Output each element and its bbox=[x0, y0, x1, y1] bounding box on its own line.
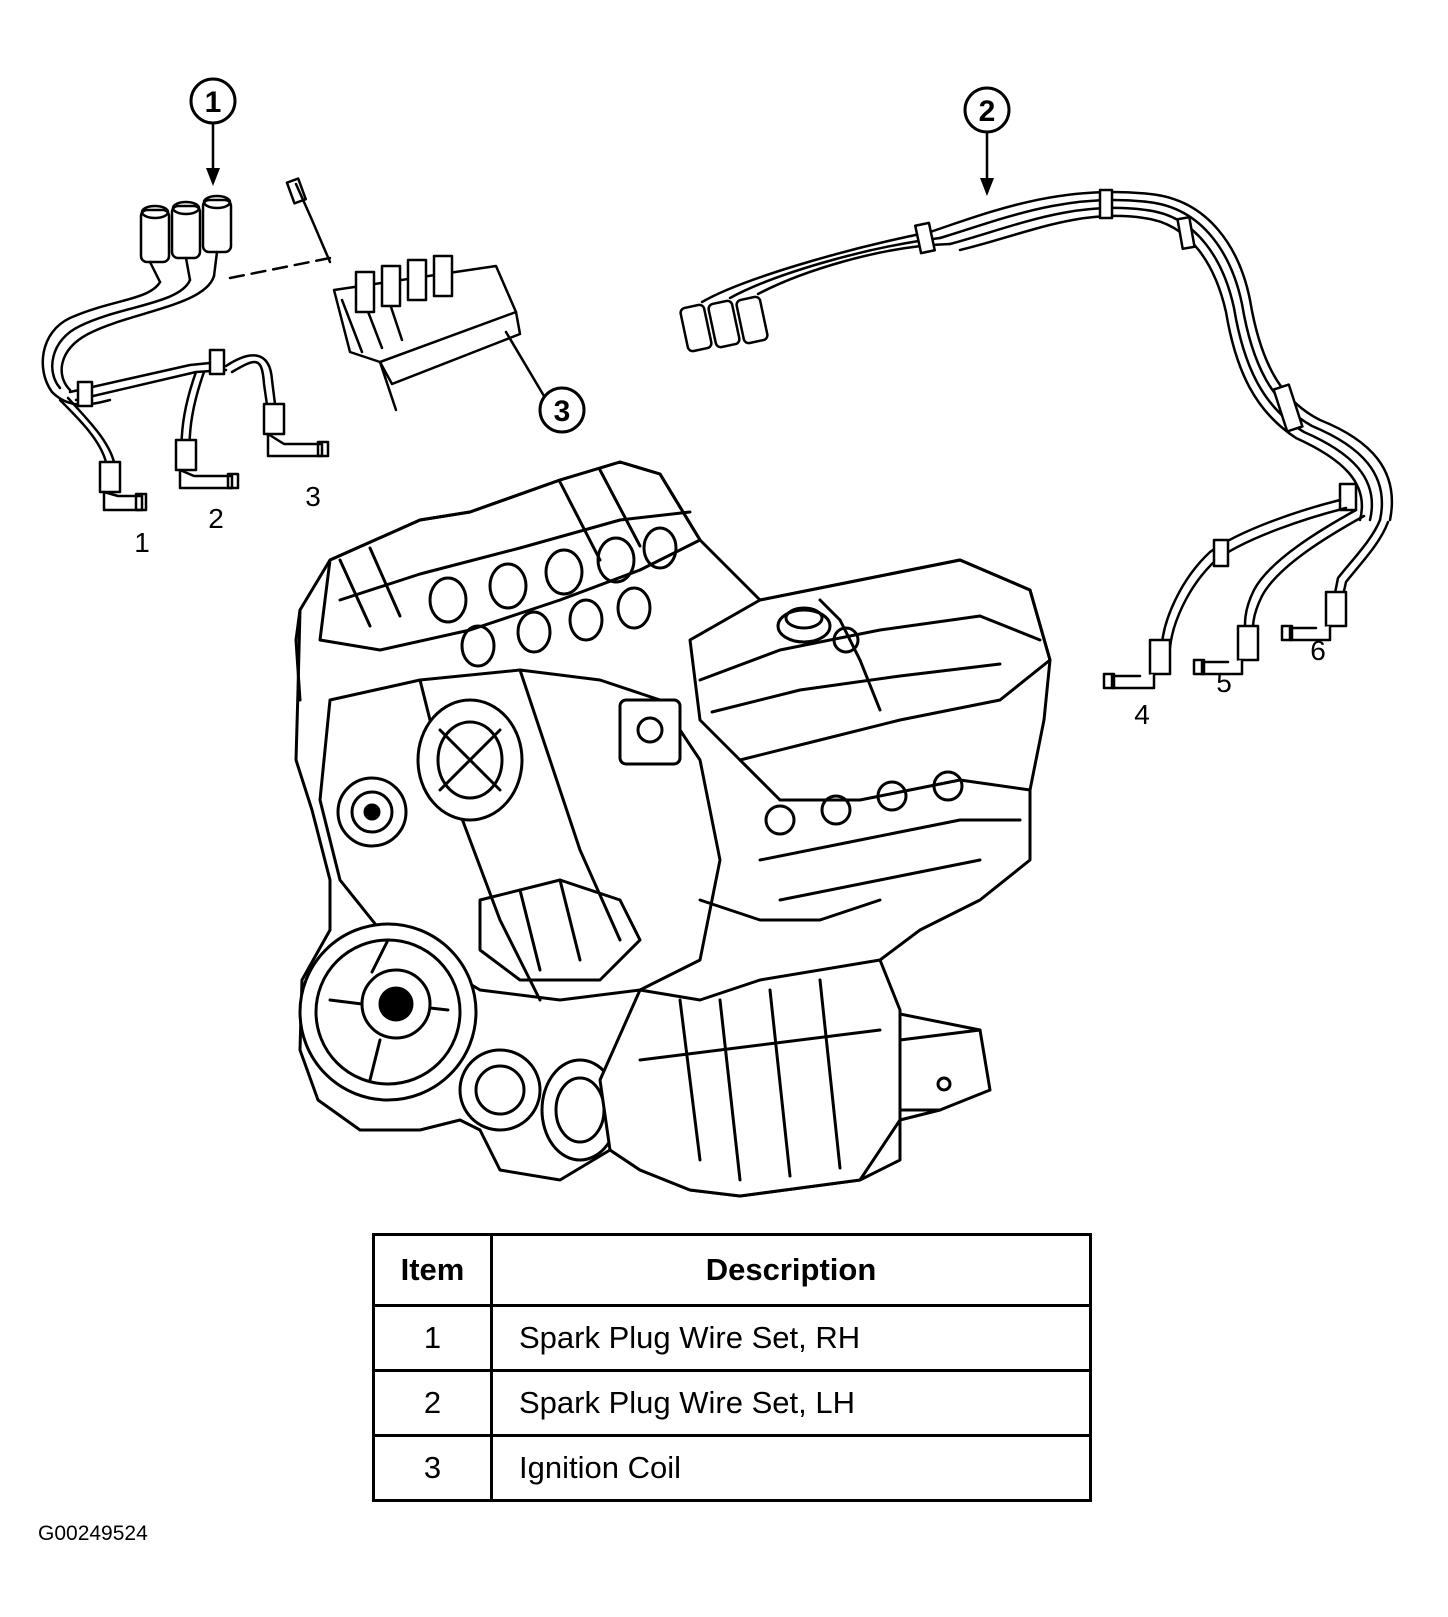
callout-1-label: 1 bbox=[205, 86, 222, 119]
plug-number-5: 5 bbox=[1216, 667, 1232, 698]
legend-item-description: Spark Plug Wire Set, LH bbox=[490, 1369, 1092, 1437]
engine-block bbox=[294, 460, 1052, 1198]
callout-3: 3 bbox=[504, 330, 586, 434]
callout-2: 2 bbox=[963, 86, 1011, 196]
ignition-coil bbox=[228, 177, 522, 412]
callout-1: 1 bbox=[189, 77, 237, 186]
legend-header-row: Item Description bbox=[372, 1233, 1092, 1307]
legend-item-number: 2 bbox=[372, 1369, 493, 1437]
legend-item-number: 3 bbox=[372, 1434, 493, 1502]
callout-2-label: 2 bbox=[979, 95, 996, 128]
table-row: 3 Ignition Coil bbox=[372, 1434, 1092, 1502]
table-row: 2 Spark Plug Wire Set, LH bbox=[372, 1369, 1092, 1437]
figure-id: G00249524 bbox=[38, 1522, 148, 1545]
legend-item-description: Spark Plug Wire Set, RH bbox=[490, 1304, 1092, 1372]
callout-3-label: 3 bbox=[554, 395, 571, 428]
plug-number-4: 4 bbox=[1134, 699, 1150, 730]
legend-header-item: Item bbox=[372, 1233, 493, 1307]
rh-coil-boots bbox=[139, 194, 233, 284]
rh-spark-plug-wire-set bbox=[41, 194, 330, 512]
plug-number-2: 2 bbox=[208, 503, 224, 534]
plug-number-3: 3 bbox=[305, 481, 321, 512]
table-row: 1 Spark Plug Wire Set, RH bbox=[372, 1304, 1092, 1372]
legend-header-description: Description bbox=[490, 1233, 1092, 1307]
legend-item-number: 1 bbox=[372, 1304, 493, 1372]
lh-spark-plug-wire-set bbox=[679, 188, 1394, 690]
legend-item-description: Ignition Coil bbox=[490, 1434, 1092, 1502]
plug-number-1: 1 bbox=[134, 527, 150, 558]
parts-legend-table: Item Description 1 Spark Plug Wire Set, … bbox=[372, 1233, 1092, 1502]
plug-number-6: 6 bbox=[1310, 635, 1326, 666]
